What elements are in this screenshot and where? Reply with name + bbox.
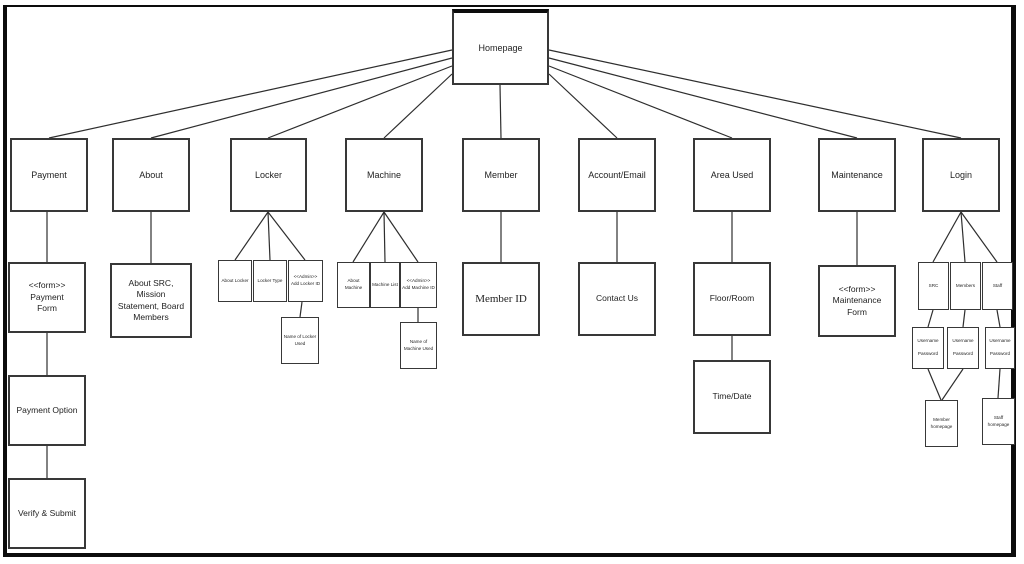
node-add-locker-id: <<Admin>> Add Locker ID [288,260,323,302]
node-about: About [112,138,190,212]
node-machine: Machine [345,138,423,212]
node-about-locker: About Locker [218,260,252,302]
node-name-of-machine-used: Name of Machine Used [400,322,437,369]
node-payment: Payment [10,138,88,212]
node-homepage: Homepage [452,9,549,85]
node-member-id: Member ID [462,262,540,336]
node-locker-type: Locker Type [253,260,287,302]
node-floor-room: Floor/Room [693,262,771,336]
node-add-machine-id: <<Admin>> Add Machine ID [400,262,437,308]
node-payment-form: <<form>> Payment Form [8,262,86,333]
node-maintenance: Maintenance [818,138,896,212]
node-time-date: Time/Date [693,360,771,434]
node-staff-credentials: Username Password [985,327,1015,369]
node-about-machine: About Machine [337,262,370,308]
node-machine-list: Machine List [370,262,400,308]
node-member-homepage: Member homepage [925,400,958,447]
node-about-src: About SRC, Mission Statement, Board Memb… [110,263,192,338]
node-src-credentials: Username Password [912,327,944,369]
node-name-of-locker-used: Name of Locker Used [281,317,319,364]
node-staff-homepage: Staff homepage [982,398,1015,445]
diagram-border-frame [3,5,1016,557]
node-login-src: SRC [918,262,949,310]
node-member: Member [462,138,540,212]
node-payment-option: Payment Option [8,375,86,446]
node-login: Login [922,138,1000,212]
node-area-used: Area Used [693,138,771,212]
node-locker: Locker [230,138,307,212]
node-login-staff: Staff [982,262,1013,310]
node-login-members: Members [950,262,981,310]
node-maintenance-form: <<form>> Maintenance Form [818,265,896,337]
node-verify-submit: Verify & Submit [8,478,86,549]
node-account-email: Account/Email [578,138,656,212]
node-contact-us: Contact Us [578,262,656,336]
node-member-credentials: Username Password [947,327,979,369]
